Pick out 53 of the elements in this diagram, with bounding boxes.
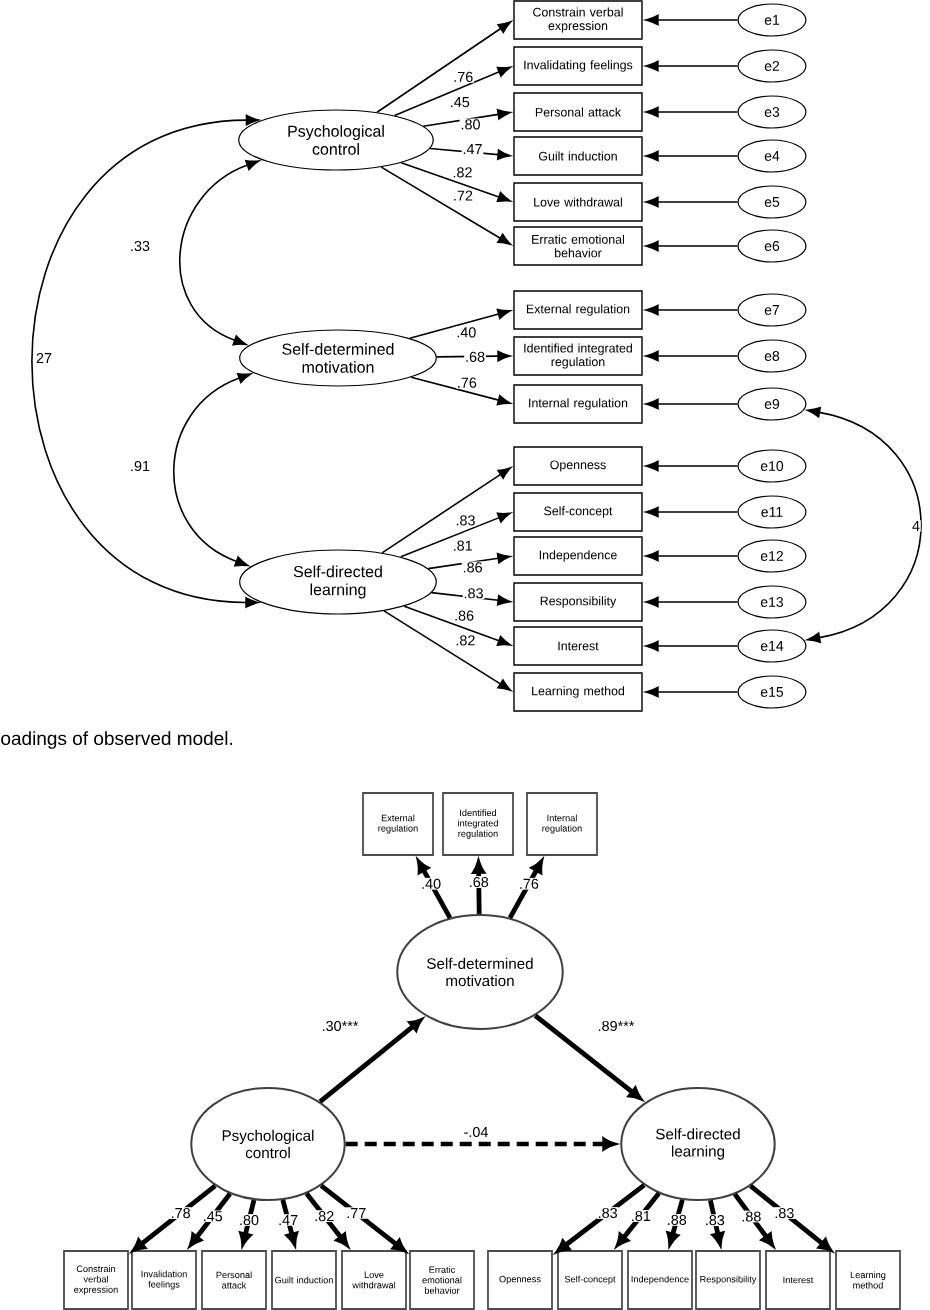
path-arrow [645, 304, 739, 316]
path-arrow [383, 610, 512, 692]
path-arrow [645, 14, 739, 26]
path-arrow [645, 596, 739, 608]
path-arrow [376, 21, 512, 113]
path-arrow [615, 1191, 661, 1247]
path-arrow [645, 150, 739, 162]
path-arrow [507, 859, 544, 919]
path-arrow [409, 308, 511, 340]
path-arrow [400, 512, 512, 558]
path-arrow [280, 1199, 299, 1246]
path-arrow [645, 240, 739, 252]
path-arrow [645, 640, 739, 652]
path-arrow [645, 398, 739, 410]
path-arrow [645, 350, 739, 362]
path-arrow [345, 1137, 616, 1151]
path-arrow [132, 1183, 217, 1252]
path-arrow [429, 147, 511, 160]
path-arrow [645, 550, 739, 562]
path-arrow [645, 60, 739, 72]
path-arrow [645, 106, 739, 118]
path-arrow [393, 66, 512, 117]
path-arrow [427, 552, 511, 570]
path-arrow [645, 506, 739, 518]
path-arrow [472, 860, 485, 915]
covariance-arc [173, 372, 252, 567]
path-arrow [556, 1183, 646, 1253]
path-arrow [533, 1013, 642, 1101]
path-arrow [304, 1192, 349, 1247]
path-arrow [403, 605, 511, 646]
path-arrow [381, 467, 512, 554]
covariance-arc [31, 114, 260, 608]
path-arrow [400, 162, 511, 203]
path-arrow [436, 350, 511, 362]
path-arrow [430, 591, 511, 606]
path-arrow [645, 460, 739, 472]
caption-text: oadings of observed model. [1, 731, 233, 749]
path-arrow [239, 1199, 257, 1246]
path-arrow [319, 1183, 406, 1253]
path-arrow [318, 1018, 423, 1104]
path-arrow [410, 376, 511, 406]
path-arrow [416, 859, 453, 919]
path-arrow [380, 166, 512, 246]
covariance-arc [806, 407, 922, 643]
path-arrow [645, 196, 739, 208]
path-arrow [422, 109, 511, 127]
path-arrow [749, 1184, 832, 1252]
path-arrow [708, 1199, 725, 1246]
path-arrow [645, 686, 739, 698]
path-arrow [732, 1192, 775, 1247]
path-arrow [666, 1199, 685, 1246]
path-arrow [188, 1192, 232, 1247]
covariance-arc [179, 159, 260, 346]
